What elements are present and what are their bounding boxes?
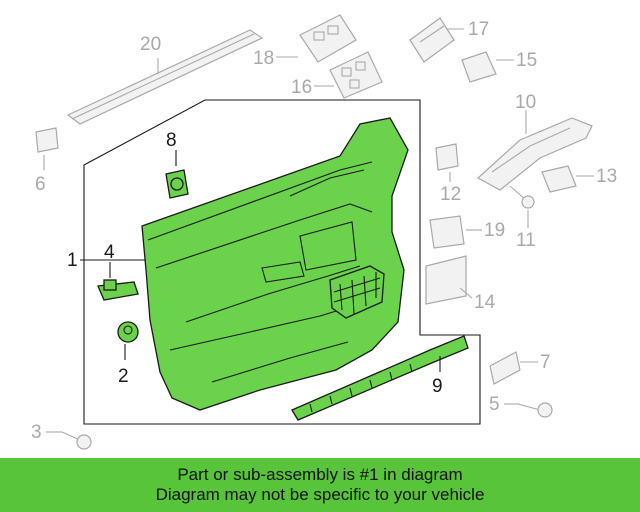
callout-19[interactable]: 19: [484, 220, 505, 241]
notice-line-1: Part or sub-assembly is #1 in diagram: [177, 465, 463, 484]
callout-9[interactable]: 9: [432, 376, 443, 397]
callout-15[interactable]: 15: [516, 50, 537, 71]
part-11-screw[interactable]: [509, 185, 535, 209]
assembly-frame: [83, 99, 481, 425]
part-1-door-trim-panel[interactable]: [141, 117, 409, 411]
part-10-pull-handle[interactable]: [476, 117, 593, 191]
callout-10[interactable]: 10: [515, 92, 536, 113]
callout-12[interactable]: 12: [440, 184, 461, 205]
part-4-retainer[interactable]: [97, 279, 139, 301]
callout-20[interactable]: 20: [140, 34, 161, 55]
part-13-switch[interactable]: [541, 165, 577, 193]
part-7-bracket[interactable]: [489, 351, 521, 385]
part-12-clip[interactable]: [435, 143, 459, 171]
callout-17[interactable]: 17: [468, 19, 489, 40]
callout-11[interactable]: 11: [516, 230, 536, 251]
callout-8[interactable]: 8: [166, 130, 177, 151]
callout-13[interactable]: 13: [596, 166, 617, 187]
part-15-switch[interactable]: [461, 51, 497, 83]
part-19-switch[interactable]: [429, 215, 465, 249]
part-16-switch-bezel[interactable]: [329, 51, 383, 99]
part-14-insulator[interactable]: [425, 255, 467, 305]
part-5-bolt[interactable]: [517, 402, 553, 418]
callout-1[interactable]: 1: [67, 250, 78, 271]
part-9-weatherstrip[interactable]: [291, 335, 469, 421]
callout-5[interactable]: 5: [489, 394, 500, 415]
part-3-screw[interactable]: [61, 431, 92, 450]
callout-3[interactable]: 3: [31, 422, 42, 443]
part-20-sill-strip[interactable]: [66, 29, 264, 125]
parts-diagram: 20 6 18 16 17 15 10 12: [31, 14, 617, 450]
part-6-bracket[interactable]: [35, 127, 59, 153]
part-8-clip[interactable]: [165, 169, 189, 199]
callout-7[interactable]: 7: [540, 352, 551, 373]
part-2-push-pin[interactable]: [117, 321, 139, 343]
notice-banner: Part or sub-assembly is #1 in diagram Di…: [0, 458, 640, 512]
notice-line-2: Diagram may not be specific to your vehi…: [155, 485, 485, 504]
callout-16[interactable]: 16: [291, 77, 312, 98]
callout-4[interactable]: 4: [104, 242, 115, 263]
part-18-window-switch[interactable]: [299, 14, 357, 63]
part-17-mirror-switch[interactable]: [409, 17, 455, 63]
callout-18[interactable]: 18: [253, 48, 274, 69]
callout-14[interactable]: 14: [474, 292, 496, 313]
callout-2[interactable]: 2: [118, 366, 129, 387]
callout-6[interactable]: 6: [35, 174, 46, 195]
